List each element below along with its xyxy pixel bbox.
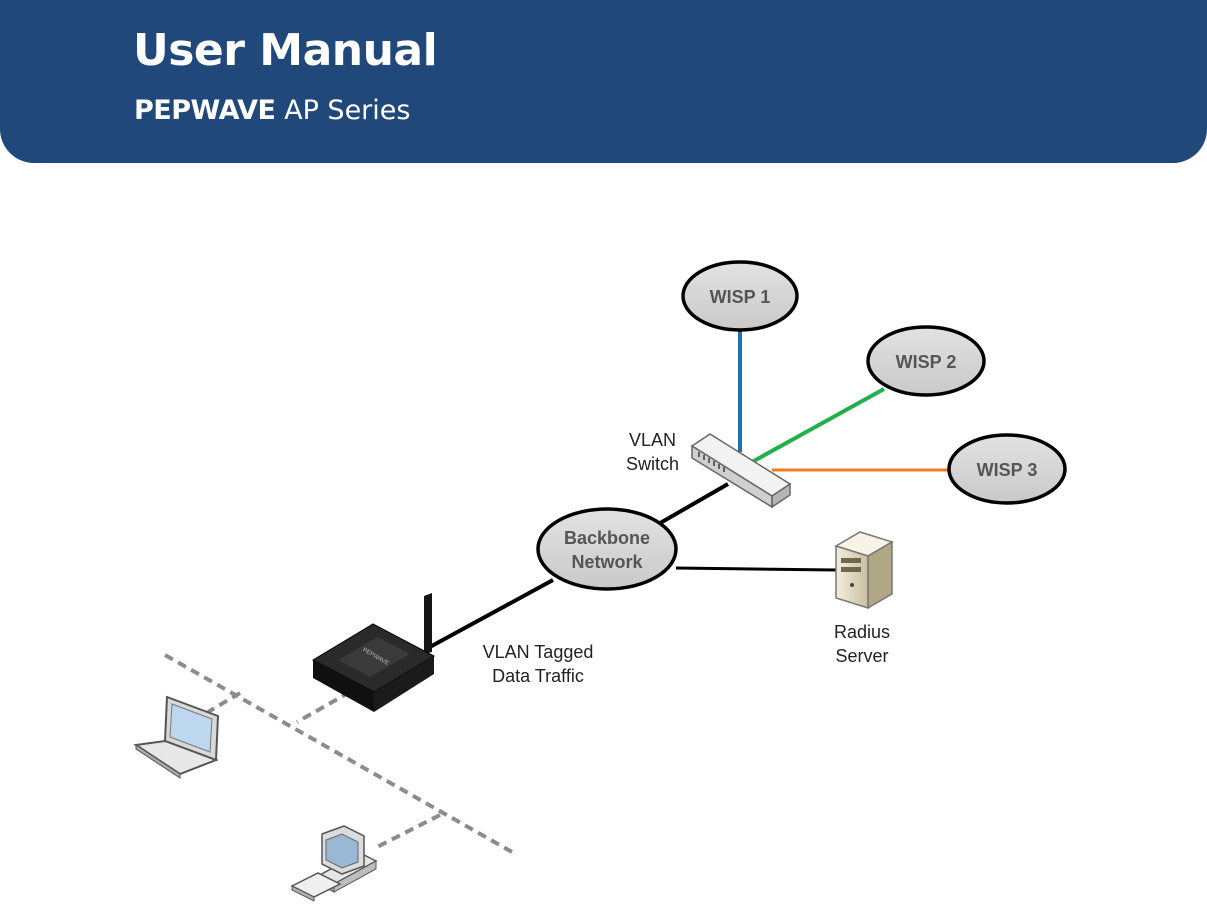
link-switch-backbone — [655, 484, 728, 526]
radius-label-line2: Server — [835, 646, 888, 666]
wisp2-node: WISP 2 — [868, 327, 984, 395]
vlan-switch-label-line1: VLAN — [629, 430, 676, 450]
desktop-computer-icon — [292, 826, 376, 901]
backbone-label-line2: Network — [571, 552, 643, 572]
backbone-label-line1: Backbone — [564, 528, 650, 548]
laptop-icon — [136, 697, 218, 778]
wisp3-node: WISP 3 — [949, 435, 1065, 503]
vlan-switch-label-line2: Switch — [626, 454, 679, 474]
radius-label-line1: Radius — [834, 622, 890, 642]
access-point-icon: PEPWAVE — [313, 593, 434, 712]
wisp1-label: WISP 1 — [710, 287, 771, 307]
wisp1-node: WISP 1 — [683, 262, 797, 330]
vlan-tagged-label-line2: Data Traffic — [492, 666, 584, 686]
link-wisp2 — [752, 389, 884, 462]
backbone-network-node: Backbone Network — [538, 509, 676, 589]
server-icon — [836, 532, 892, 608]
link-backbone-ap — [428, 580, 553, 648]
link-backbone-radius — [676, 568, 836, 570]
vlan-tagged-label-line1: VLAN Tagged — [483, 642, 594, 662]
wisp3-label: WISP 3 — [977, 460, 1038, 480]
wisp2-label: WISP 2 — [896, 352, 957, 372]
